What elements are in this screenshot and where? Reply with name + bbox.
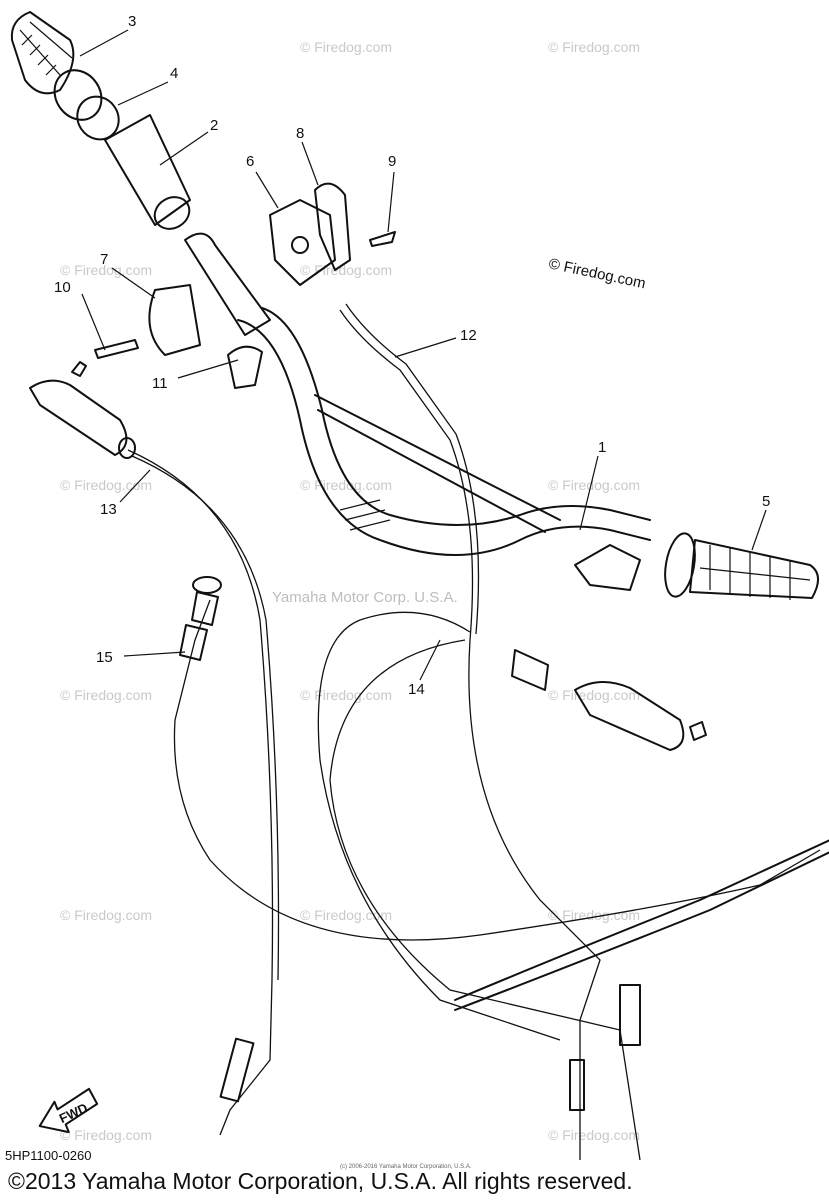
- callout-3: 3: [128, 13, 136, 30]
- callout-labels: 3 4 2 6 8 9 7 10 11 12 1 5 13 15 14: [54, 13, 770, 698]
- watermark: © Firedog.com: [548, 687, 640, 703]
- right-lever: [511, 649, 707, 751]
- callout-6: 6: [246, 153, 254, 170]
- callout-10: 10: [54, 279, 71, 296]
- choke-cable: [179, 576, 222, 661]
- left-grip: [10, 11, 271, 336]
- right-grip: [574, 532, 819, 600]
- left-lever: [29, 361, 136, 459]
- watermark: © Firedog.com: [60, 477, 152, 493]
- watermark: © Firedog.com: [300, 907, 392, 923]
- cables: [127, 303, 829, 1161]
- callout-1: 1: [598, 439, 606, 456]
- throttle-parts: [94, 182, 396, 389]
- callout-15: 15: [96, 649, 113, 666]
- leader-lines: [79, 29, 767, 681]
- watermark: © Firedog.com: [300, 687, 392, 703]
- watermark: © Firedog.com: [548, 39, 640, 55]
- watermark: © Firedog.com: [60, 1127, 152, 1143]
- fwd-label: FWD: [57, 1100, 90, 1126]
- watermark: © Firedog.com: [300, 262, 392, 278]
- callout-13: 13: [100, 501, 117, 518]
- copyright-notice: ©2013 Yamaha Motor Corporation, U.S.A. A…: [8, 1168, 633, 1194]
- watermark: © Firedog.com: [548, 477, 640, 493]
- watermark: © Firedog.com: [60, 907, 152, 923]
- watermark: © Firedog.com: [60, 687, 152, 703]
- part-code: 5HP1100-0260: [5, 1148, 92, 1163]
- watermark: © Firedog.com: [300, 39, 392, 55]
- handlebar: [237, 307, 651, 556]
- watermark: © Firedog.com: [60, 262, 152, 278]
- watermark-layer: © Firedog.com © Firedog.com © Firedog.co…: [60, 39, 640, 1143]
- callout-12: 12: [460, 327, 477, 344]
- cable-end: [569, 1059, 585, 1111]
- callout-11: 11: [152, 375, 168, 392]
- watermark: © Firedog.com: [548, 1127, 640, 1143]
- callout-7: 7: [100, 251, 108, 268]
- callout-4: 4: [170, 65, 178, 82]
- callout-2: 2: [210, 117, 218, 134]
- cable-adjuster: [619, 984, 641, 1046]
- firedog-label: © Firedog.com: [547, 255, 647, 292]
- watermark: © Firedog.com: [548, 907, 640, 923]
- cable-adjuster: [219, 1037, 255, 1103]
- callout-8: 8: [296, 125, 304, 142]
- callout-9: 9: [388, 153, 396, 170]
- small-copyright: (c) 2006-2016 Yamaha Motor Corporation, …: [340, 1164, 472, 1170]
- callout-14: 14: [408, 681, 425, 698]
- center-watermark: Yamaha Motor Corp. U.S.A.: [272, 589, 458, 606]
- callout-5: 5: [762, 493, 770, 510]
